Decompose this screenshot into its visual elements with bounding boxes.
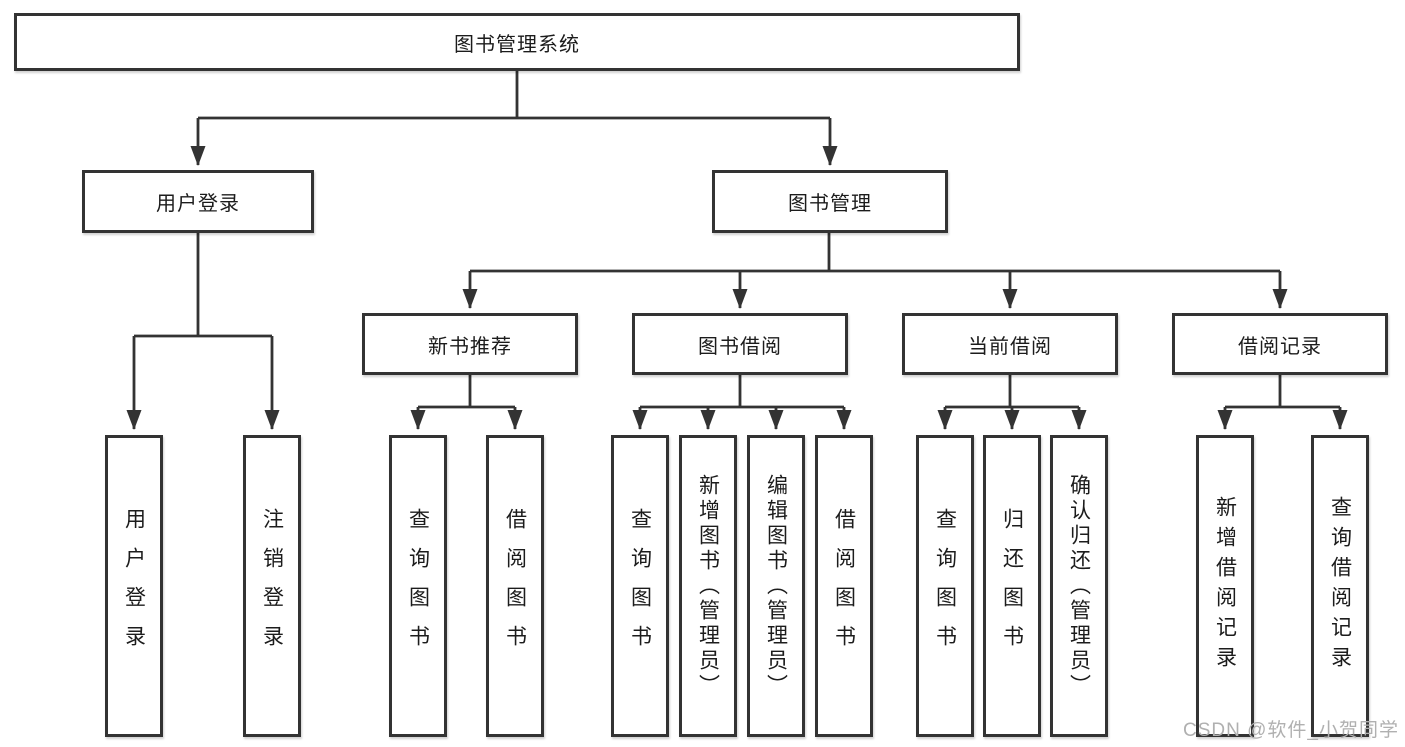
node-cb-query-book: 查询图书 bbox=[916, 435, 974, 737]
node-book-borrow-label: 图书借阅 bbox=[698, 335, 782, 358]
node-nbr-borrow-book: 借阅图书 bbox=[486, 435, 544, 737]
node-book-management: 图书管理 bbox=[712, 170, 948, 233]
node-bb-query-book: 查询图书 bbox=[611, 435, 669, 737]
node-nbr-borrow-book-label: 借阅图书 bbox=[503, 508, 527, 664]
node-bb-borrow-book: 借阅图书 bbox=[815, 435, 873, 737]
node-br-query-record: 查询借阅记录 bbox=[1311, 435, 1369, 737]
node-logout: 注销登录 bbox=[243, 435, 301, 737]
node-bb-query-book-label: 查询图书 bbox=[628, 508, 652, 664]
node-cb-confirm-return-label: 确认归还（管理员） bbox=[1067, 473, 1091, 699]
node-login: 用户登录 bbox=[105, 435, 163, 737]
node-borrow-records-label: 借阅记录 bbox=[1238, 335, 1322, 358]
node-nbr-query-book-label: 查询图书 bbox=[406, 508, 430, 664]
node-cb-query-book-label: 查询图书 bbox=[933, 508, 957, 664]
node-bb-borrow-book-label: 借阅图书 bbox=[832, 508, 856, 664]
node-bb-add-book-label: 新增图书（管理员） bbox=[696, 473, 720, 699]
node-bb-edit-book: 编辑图书（管理员） bbox=[747, 435, 805, 737]
node-cb-return-book-label: 归还图书 bbox=[1000, 508, 1024, 664]
node-user-login-label: 用户登录 bbox=[156, 193, 240, 215]
node-book-borrow: 图书借阅 bbox=[632, 313, 848, 375]
node-cb-confirm-return: 确认归还（管理员） bbox=[1050, 435, 1108, 737]
node-new-book-recommend: 新书推荐 bbox=[362, 313, 578, 375]
node-bb-add-book: 新增图书（管理员） bbox=[679, 435, 737, 737]
node-current-borrow-label: 当前借阅 bbox=[968, 335, 1052, 358]
node-root: 图书管理系统 bbox=[14, 13, 1020, 71]
node-book-management-label: 图书管理 bbox=[788, 193, 872, 215]
node-login-label: 用户登录 bbox=[122, 508, 146, 664]
node-cb-return-book: 归还图书 bbox=[983, 435, 1041, 737]
node-root-label: 图书管理系统 bbox=[454, 33, 580, 56]
node-logout-label: 注销登录 bbox=[260, 508, 284, 664]
node-current-borrow: 当前借阅 bbox=[902, 313, 1118, 375]
node-br-add-record-label: 新增借阅记录 bbox=[1213, 496, 1237, 676]
node-user-login-branch: 用户登录 bbox=[82, 170, 314, 233]
node-borrow-records: 借阅记录 bbox=[1172, 313, 1388, 375]
csdn-watermark: CSDN @软件_小贺同学 bbox=[1183, 720, 1399, 741]
node-br-add-record: 新增借阅记录 bbox=[1196, 435, 1254, 737]
node-bb-edit-book-label: 编辑图书（管理员） bbox=[764, 473, 788, 699]
node-new-book-recommend-label: 新书推荐 bbox=[428, 335, 512, 358]
node-br-query-record-label: 查询借阅记录 bbox=[1328, 496, 1352, 676]
node-nbr-query-book: 查询图书 bbox=[389, 435, 447, 737]
